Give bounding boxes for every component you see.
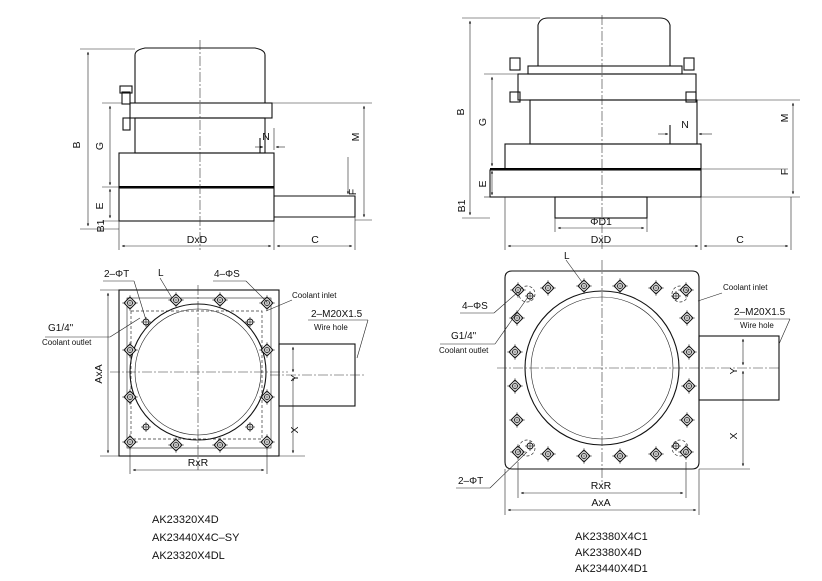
dim-C: C [311, 234, 319, 246]
model-name: AK23440X4D1 [575, 563, 648, 575]
right-top-view: AxA RxR Y X L 4–ΦS G1/4" Coolant outlet … [439, 251, 791, 515]
dim-AxA: AxA [591, 497, 610, 509]
dim-M: M [779, 114, 791, 123]
dim-DxD: DxD [187, 234, 208, 246]
dim-B: B [71, 141, 83, 148]
left-model-list: AK23320X4D AK23440X4C–SY AK23320X4DL [152, 514, 240, 562]
dim-RxR: RxR [591, 480, 612, 492]
callout-L: L [564, 251, 570, 262]
left-side-view: B G E B1 M N F DxD C [71, 40, 372, 250]
callout-coolant-inlet: Coolant inlet [292, 291, 337, 300]
callout-holes-S: 4–ΦS [214, 269, 240, 280]
dim-Y: Y [728, 367, 740, 374]
callout-coolant-inlet: Coolant inlet [723, 283, 768, 292]
dim-X: X [728, 432, 740, 439]
callout-holes-T: 2–ΦT [104, 269, 129, 280]
dim-C: C [736, 234, 744, 246]
dim-X: X [289, 426, 301, 433]
callout-coolant-outlet: Coolant outlet [439, 346, 489, 355]
callout-coolant-outlet: Coolant outlet [42, 338, 92, 347]
callout-g14: G1/4" [48, 323, 74, 334]
right-model-list: AK23380X4C1 AK23380X4D AK23440X4D1 [575, 531, 648, 575]
dim-B: B [455, 108, 467, 115]
callout-holes-T: 2–ΦT [458, 476, 483, 487]
dim-Y: Y [289, 374, 301, 381]
dim-M: M [350, 133, 362, 142]
dim-G: G [94, 142, 106, 150]
dim-N: N [262, 131, 270, 143]
dim-F: F [347, 189, 359, 195]
right-side-view: B G E B1 M N F ΦD1 DxD C [455, 15, 800, 250]
model-name: AK23380X4C1 [575, 531, 648, 543]
dim-AxA: AxA [93, 364, 105, 383]
callout-wire-hole: Wire hole [314, 323, 348, 332]
dim-N: N [681, 119, 689, 131]
model-name: AK23320X4D [152, 514, 219, 526]
callout-m20: 2–M20X1.5 [311, 309, 363, 320]
callout-L: L [158, 268, 164, 279]
dim-E: E [477, 180, 489, 187]
callout-holes-S: 4–ΦS [462, 301, 488, 312]
callout-m20: 2–M20X1.5 [734, 307, 786, 318]
dim-D1: ΦD1 [590, 216, 612, 228]
dim-B1: B1 [456, 199, 468, 212]
left-top-view: AxA RxR Y X 2–ΦT L 4–ΦS Coolant inlet G1… [42, 268, 369, 474]
dim-E: E [94, 202, 106, 209]
dim-F: F [779, 169, 791, 175]
dim-RxR: RxR [188, 457, 209, 469]
model-name: AK23320X4DL [152, 550, 225, 562]
model-name: AK23440X4C–SY [152, 532, 240, 544]
dim-G: G [477, 118, 489, 126]
dim-B1: B1 [95, 219, 107, 232]
callout-g14: G1/4" [451, 331, 477, 342]
dim-DxD: DxD [591, 234, 612, 246]
callout-wire-hole: Wire hole [740, 321, 774, 330]
model-name: AK23380X4D [575, 547, 642, 559]
